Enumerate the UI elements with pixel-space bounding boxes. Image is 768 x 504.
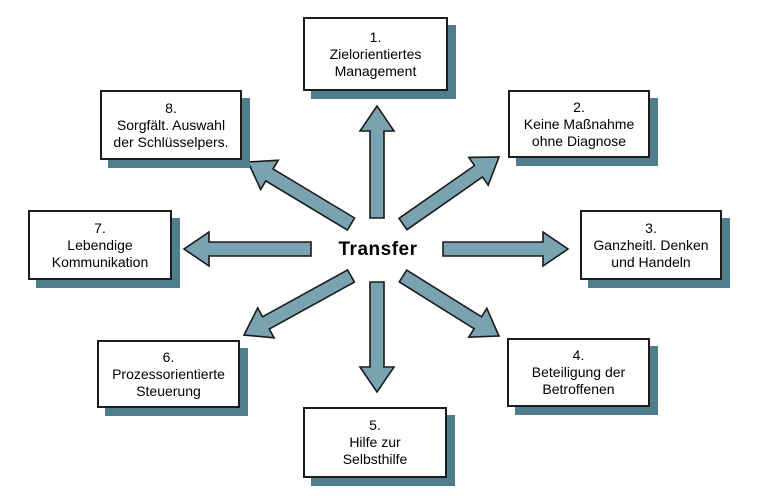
box-number: 5. [369, 417, 381, 433]
arrow-up-icon [358, 104, 396, 219]
box-line: Kommunikation [51, 253, 149, 270]
box-number: 6. [162, 348, 175, 365]
box-prozessorientierte-steuerung: 6. Prozessorientierte Steuerung [97, 340, 240, 408]
box-line: Betroffenen [542, 381, 615, 397]
box-number: 4. [572, 347, 585, 363]
arrow-down-right-icon [398, 268, 501, 339]
arrow-left-icon [182, 230, 312, 268]
box-sorgfaelt-auswahl-der-schluesselpers: 8. Sorgfält. Auswahl der Schlüsselpers. [100, 90, 242, 160]
box-line: Ganzheitl. Denken [593, 236, 709, 253]
arrow-up-right-icon [397, 156, 501, 231]
box-line: Selbsthilfe [342, 451, 408, 467]
box-line: und Handeln [611, 253, 691, 270]
box-hilfe-zur-selbsthilfe: 5. Hilfe zur Selbsthilfe [303, 407, 447, 478]
box-number: 1. [369, 28, 382, 45]
box-line: Management [334, 62, 417, 79]
box-line: Beteiligung der [531, 364, 626, 380]
box-line: Zielorientiertes [329, 45, 422, 62]
arrow-down-left-icon [242, 268, 356, 339]
box-keine-massnahme-ohne-diagnose: 2. Keine Maßnahme ohne Diagnose [508, 90, 650, 158]
box-line: ohne Diagnose [531, 132, 627, 149]
box-line: Prozessorientierte [112, 365, 225, 382]
box-lebendige-kommunikation: 7. Lebendige Kommunikation [28, 210, 172, 280]
arrow-up-left-icon [246, 159, 356, 232]
box-number: 7. [94, 219, 106, 236]
arrow-right-icon [442, 230, 570, 268]
arrow-down-icon [358, 281, 396, 394]
box-number: 8. [165, 99, 177, 116]
box-line: Steuerung [136, 382, 201, 399]
box-beteiligung-der-betroffenen: 4. Beteiligung der Betroffenen [507, 338, 650, 407]
box-line: der Schlüsselpers. [113, 133, 229, 150]
box-line: Lebendige [67, 236, 133, 253]
box-line: Keine Maßnahme [523, 115, 635, 132]
box-number: 3. [645, 219, 657, 236]
box-zielorientiertes-management: 1. Zielorientiertes Management [303, 17, 448, 91]
box-number: 2. [573, 98, 585, 115]
box-line: Sorgfält. Auswahl [116, 116, 226, 133]
box-ganzheitl-denken-und-handeln: 3. Ganzheitl. Denken und Handeln [580, 210, 722, 280]
center-transfer-label: Transfer [338, 239, 418, 260]
box-line: Hilfe zur [349, 434, 401, 450]
